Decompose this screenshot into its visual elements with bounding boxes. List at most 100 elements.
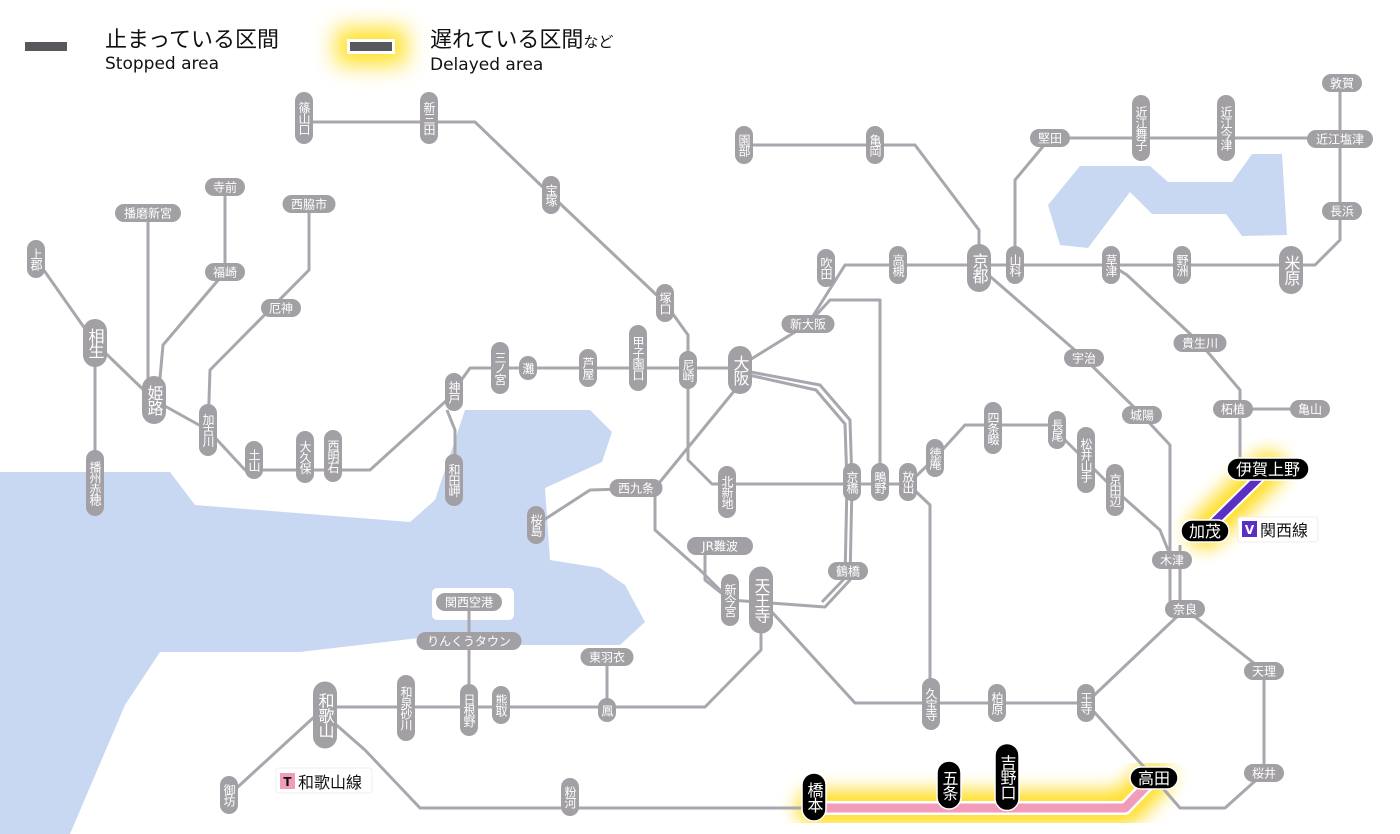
station[interactable]: 鳳	[598, 698, 616, 722]
station[interactable]: 五条	[936, 760, 962, 810]
station[interactable]: 福崎	[205, 263, 245, 281]
station-name: 姫路	[145, 385, 164, 416]
station[interactable]: 尼崎	[679, 351, 697, 389]
station[interactable]: 三ノ宮	[491, 342, 509, 394]
station[interactable]: 日根野	[460, 684, 478, 736]
station[interactable]: りんくうタウン	[416, 632, 522, 650]
station[interactable]: 大阪	[728, 346, 752, 394]
station[interactable]: 新今宮	[721, 574, 739, 626]
station[interactable]: 熊取	[492, 686, 510, 724]
station[interactable]: 城陽	[1122, 406, 1162, 424]
station-name: 上郡	[29, 248, 43, 272]
line-label-kansai[interactable]: V 関西線	[1237, 516, 1319, 543]
station[interactable]: 伊賀上野	[1226, 457, 1310, 481]
station[interactable]: 御坊	[220, 776, 238, 814]
station-pill	[984, 402, 1002, 454]
station[interactable]: 野洲	[1173, 246, 1191, 284]
station[interactable]: 芦屋	[579, 349, 597, 387]
station[interactable]: 粉河	[561, 778, 579, 816]
station[interactable]: 長浜	[1322, 202, 1362, 220]
station[interactable]: 近江今津	[1217, 95, 1235, 161]
rail-line	[759, 598, 1086, 705]
station[interactable]: 京都	[967, 244, 991, 292]
station[interactable]: 鶴橋	[828, 562, 868, 580]
station[interactable]: 山科	[1006, 246, 1024, 284]
station[interactable]: 吹田	[817, 249, 835, 287]
station[interactable]: 天王寺	[749, 566, 773, 634]
station[interactable]: 厄神	[261, 299, 301, 317]
station[interactable]: 高槻	[889, 246, 907, 284]
station[interactable]: 東羽衣	[580, 648, 634, 666]
station[interactable]: 新三田	[420, 92, 438, 144]
station[interactable]: 亀山	[1290, 400, 1330, 418]
station[interactable]: 柘植	[1213, 400, 1253, 418]
station[interactable]: 西脇市	[282, 195, 336, 213]
station-name: 加古川	[201, 413, 215, 447]
station[interactable]: 徳庵	[926, 439, 944, 477]
station[interactable]: 高田	[1129, 766, 1179, 790]
station[interactable]: 甲子園口	[629, 325, 647, 391]
station-name: 天王寺	[752, 578, 771, 624]
station[interactable]: 加古川	[199, 404, 217, 456]
station[interactable]: 寺前	[205, 178, 245, 196]
station[interactable]: 西九条	[609, 479, 663, 497]
station[interactable]: 吉野口	[994, 742, 1020, 812]
station[interactable]: 天理	[1244, 662, 1284, 680]
station[interactable]: 木津	[1152, 551, 1192, 569]
station[interactable]: JR難波	[687, 537, 753, 555]
station-name: 神戸	[447, 381, 461, 405]
station[interactable]: 大久保	[296, 431, 314, 483]
station[interactable]: 近江塩津	[1307, 130, 1373, 148]
station[interactable]: 四条畷	[984, 402, 1002, 454]
station[interactable]: 王寺	[1077, 684, 1095, 722]
station[interactable]: 久宝寺	[922, 678, 940, 730]
station-pill	[994, 742, 1020, 812]
station[interactable]: 土山	[245, 441, 263, 479]
station[interactable]: 橋本	[801, 772, 827, 822]
station[interactable]: 桜井	[1244, 764, 1284, 782]
station[interactable]: 塚口	[656, 284, 674, 322]
line-label-wakayama[interactable]: T 和歌山線	[275, 767, 373, 794]
station[interactable]: 相生	[83, 319, 107, 367]
rail-line	[1152, 607, 1266, 810]
station-name: 和泉砂川	[399, 686, 413, 731]
station[interactable]: 松井山手	[1077, 427, 1095, 493]
station[interactable]: 和田岬	[445, 454, 463, 506]
station[interactable]: 長尾	[1048, 411, 1066, 449]
station[interactable]: 京田辺	[1106, 464, 1124, 516]
station[interactable]: 堅田	[1030, 129, 1070, 147]
station[interactable]: 篠山口	[295, 92, 313, 144]
station-pill	[1180, 519, 1230, 543]
station[interactable]: 柏原	[988, 684, 1006, 722]
station[interactable]: 貴生川	[1173, 334, 1227, 352]
station[interactable]: 新大阪	[781, 315, 835, 333]
station[interactable]: 宇治	[1064, 349, 1104, 367]
station[interactable]: 草津	[1102, 246, 1120, 284]
station[interactable]: 姫路	[142, 376, 166, 424]
station[interactable]: 亀岡	[866, 126, 884, 164]
station[interactable]: 京橋	[843, 463, 861, 501]
station[interactable]: 敦賀	[1322, 74, 1362, 92]
station[interactable]: 西明石	[324, 430, 342, 482]
station[interactable]: 関西空港	[436, 593, 502, 611]
station[interactable]: 上郡	[27, 240, 45, 278]
station[interactable]: 灘	[519, 356, 537, 380]
rail-line	[743, 372, 849, 604]
station[interactable]: 米原	[1279, 246, 1303, 294]
station[interactable]: 和歌山	[313, 681, 337, 749]
station[interactable]: 奈良	[1165, 600, 1205, 618]
station[interactable]: 近江舞子	[1132, 95, 1150, 161]
station[interactable]: 放出	[899, 463, 917, 501]
station[interactable]: 加茂	[1180, 519, 1230, 543]
station[interactable]: 和泉砂川	[397, 675, 415, 741]
station-name: 甲子園口	[631, 336, 645, 381]
station[interactable]: 神戸	[445, 373, 463, 411]
station-pill	[1322, 202, 1362, 220]
station[interactable]: 鴫野	[871, 463, 889, 501]
station[interactable]: 北新地	[718, 466, 736, 518]
station[interactable]: 桜島	[527, 506, 545, 544]
station[interactable]: 園部	[735, 126, 753, 164]
station[interactable]: 播州赤穂	[86, 450, 104, 516]
station[interactable]: 播磨新宮	[115, 204, 181, 222]
station[interactable]: 宝塚	[542, 176, 560, 214]
